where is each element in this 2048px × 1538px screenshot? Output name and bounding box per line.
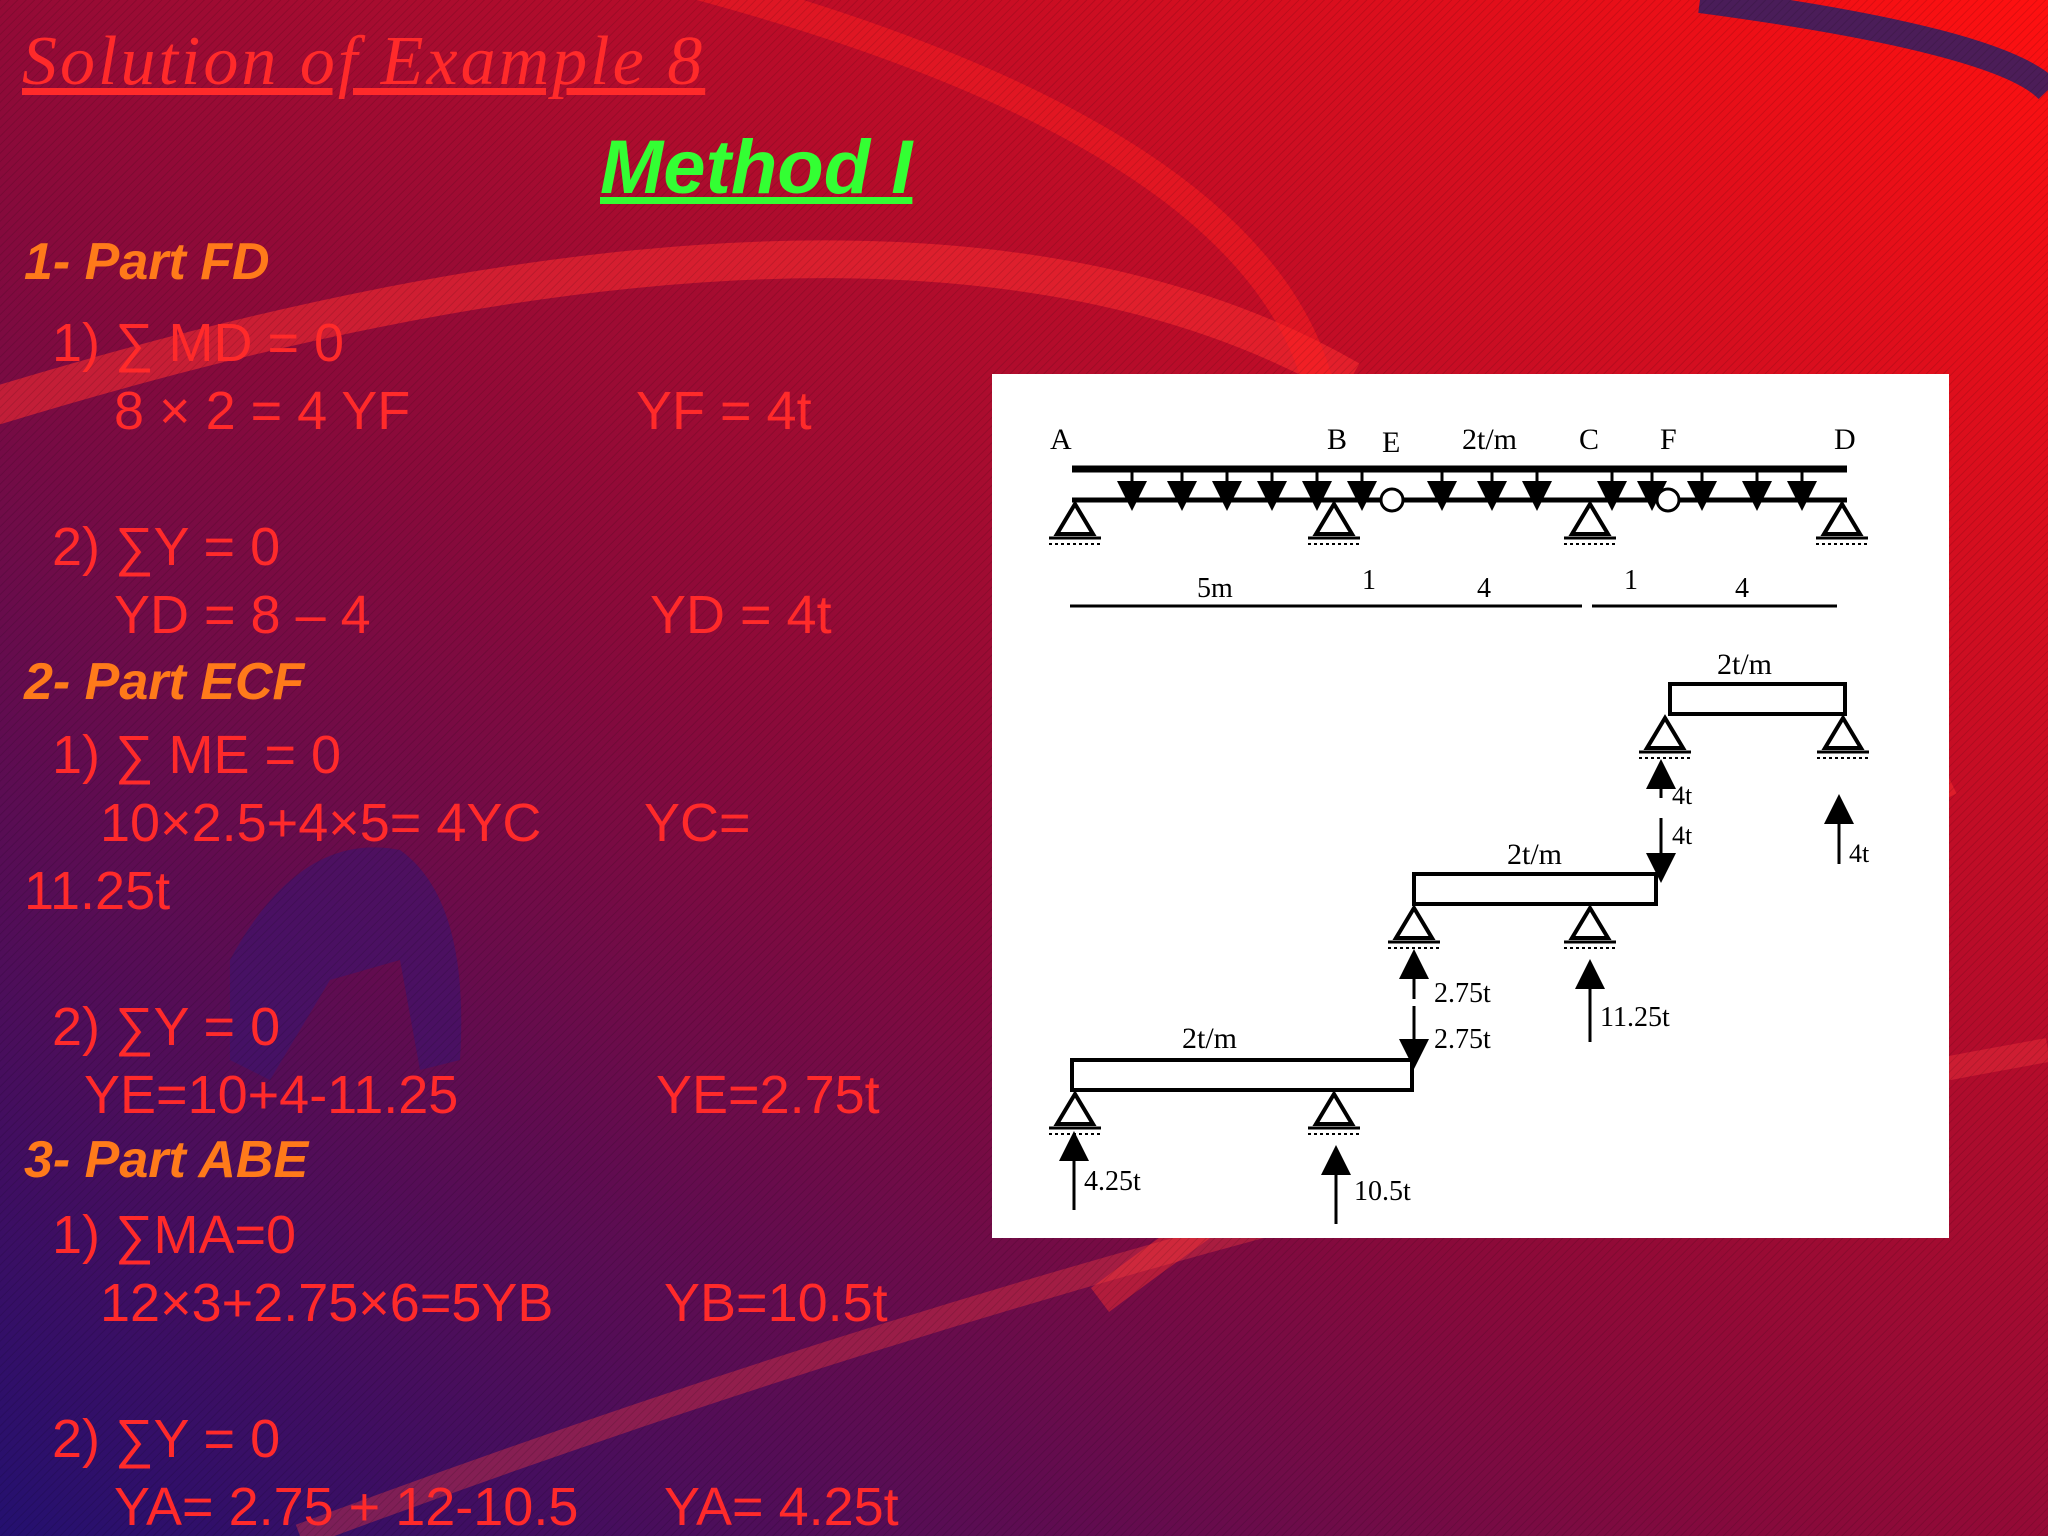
- part-fd-beam: [1637, 682, 1871, 760]
- label-c: C: [1579, 423, 1599, 456]
- abe-eq-1: 1) ∑MA=0: [52, 1205, 297, 1265]
- beam-diagram: A B E 2t/m C F D 5m 1 4 1 4 2t/m 4t 4t 4…: [992, 374, 1949, 1238]
- ecf-eq-2: 10×2.5+4×5= 4YC: [100, 793, 542, 853]
- reaction-ecf-down: 2.75t: [1434, 1024, 1491, 1055]
- ecf-eq-1: 1) ∑ ME = 0: [52, 725, 342, 785]
- dim-ec: 4: [1477, 573, 1491, 604]
- fd-result-yd: YD = 4t: [650, 585, 832, 645]
- label-load-ecf: 2t/m: [1507, 838, 1562, 871]
- label-b: B: [1327, 423, 1347, 456]
- fd-eq-1: 1) ∑ MD = 0: [52, 313, 345, 373]
- fd-eq-3: 2) ∑Y = 0: [52, 517, 281, 577]
- label-e: E: [1382, 426, 1400, 459]
- ecf-result-yc: YC=: [644, 793, 751, 853]
- heading-part-ecf: 2- Part ECF: [24, 653, 305, 711]
- label-load-abe: 2t/m: [1182, 1022, 1237, 1055]
- reaction-fd-down: 4t: [1672, 821, 1693, 850]
- reaction-ecf-up: 2.75t: [1434, 978, 1491, 1009]
- ecf-eq-3: 2) ∑Y = 0: [52, 997, 281, 1057]
- label-a: A: [1050, 423, 1072, 456]
- reaction-fd-up: 4t: [1672, 781, 1693, 810]
- ecf-result-yc-value: 11.25t: [24, 861, 171, 921]
- method-heading: Method I: [600, 125, 913, 210]
- full-beam: [1047, 465, 1870, 546]
- ecf-eq-4: YE=10+4-11.25: [84, 1065, 459, 1125]
- part-ecf-beam: [1386, 872, 1658, 950]
- label-f: F: [1660, 423, 1677, 456]
- heading-part-abe: 3- Part ABE: [24, 1131, 309, 1189]
- dim-ab: 5m: [1197, 573, 1233, 604]
- abe-result-yb: YB=10.5t: [664, 1273, 888, 1333]
- reaction-b: 10.5t: [1354, 1176, 1411, 1207]
- dim-cf: 1: [1624, 565, 1638, 596]
- label-load-top: 2t/m: [1462, 423, 1517, 456]
- heading-part-fd: 1- Part FD: [24, 233, 270, 291]
- part-abe-beam: [1047, 1058, 1414, 1136]
- abe-eq-3: 2) ∑Y = 0: [52, 1409, 281, 1469]
- dim-fd: 4: [1735, 573, 1749, 604]
- ecf-result-ye: YE=2.75t: [656, 1065, 880, 1125]
- abe-eq-2: 12×3+2.75×6=5YB: [100, 1273, 554, 1333]
- label-load-fd: 2t/m: [1717, 648, 1772, 681]
- abe-eq-4: YA= 2.75 + 12-10.5: [114, 1477, 579, 1537]
- reaction-c: 11.25t: [1600, 1002, 1670, 1033]
- label-d: D: [1834, 423, 1856, 456]
- fd-eq-2: 8 × 2 = 4 YF: [114, 381, 411, 441]
- fd-result-yf: YF = 4t: [636, 381, 812, 441]
- abe-result-ya: YA= 4.25t: [664, 1477, 899, 1537]
- fd-eq-4: YD = 8 – 4: [114, 585, 371, 645]
- reaction-d: 4t: [1849, 839, 1870, 868]
- dim-be: 1: [1362, 565, 1376, 596]
- reaction-a: 4.25t: [1084, 1166, 1141, 1197]
- slide-title: Solution of Example 8: [22, 23, 706, 100]
